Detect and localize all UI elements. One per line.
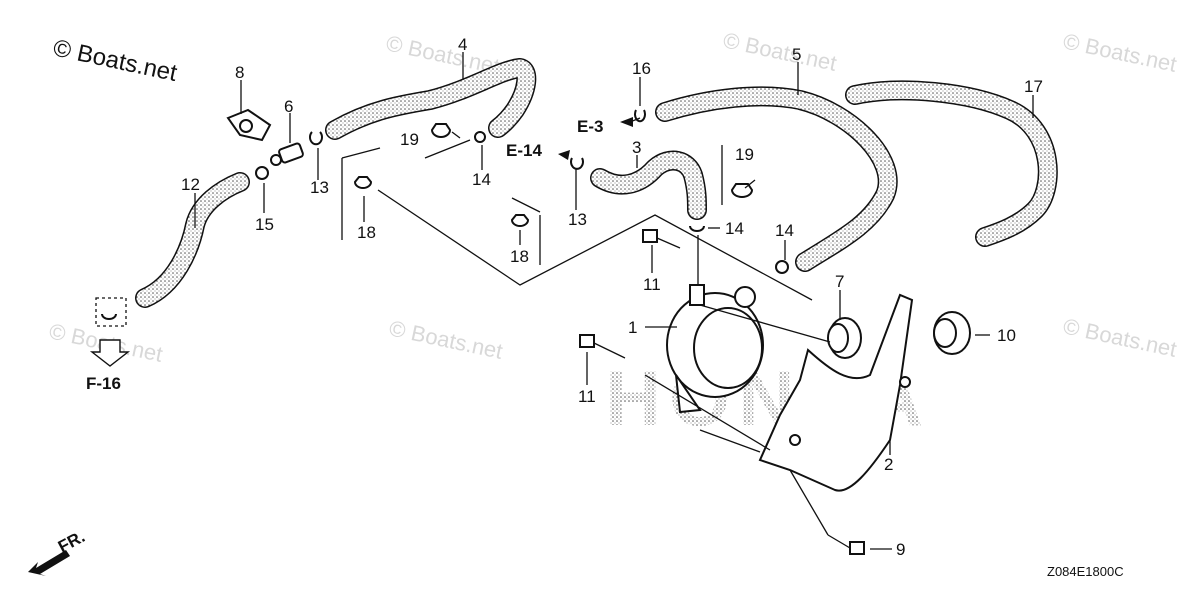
clamp-13-left: [309, 131, 323, 146]
callout-19-left: 19: [400, 130, 419, 149]
grommet-10: [933, 311, 971, 355]
diagram-code: Z084E1800C: [1047, 564, 1124, 579]
ref-e3: E-3: [577, 117, 603, 136]
hose-4: [325, 58, 537, 140]
ref-f16: F-16: [86, 374, 121, 393]
bolt-11-upper: [642, 229, 681, 249]
clamp-15: [255, 166, 269, 180]
callout-8: 8: [235, 63, 244, 82]
callout-4: 4: [458, 35, 467, 54]
clip-19-left: [430, 123, 452, 138]
callout-18-right: 18: [510, 247, 529, 266]
ref-e14: E-14: [506, 141, 542, 160]
callout-9: 9: [896, 540, 905, 559]
hose-5: [655, 86, 898, 272]
bracket-2: [758, 293, 914, 492]
watermark-top-2: © Boats.net: [721, 27, 839, 75]
leader-lines: [194, 52, 1034, 550]
clamp-13-right: [570, 157, 584, 170]
watermark-top-3: © Boats.net: [1061, 28, 1179, 76]
watermark-main: © Boats.net: [51, 34, 180, 87]
callout-6: 6: [284, 97, 293, 116]
callout-17: 17: [1024, 77, 1043, 96]
callout-11-upper: 11: [643, 275, 661, 294]
callout-7: 7: [835, 272, 844, 291]
clip-18-right: [510, 214, 530, 227]
callout-16: 16: [632, 59, 651, 78]
callout-10: 10: [997, 326, 1016, 345]
hose-17: [845, 80, 1058, 247]
hose-3: [590, 150, 707, 220]
clamp-14-right: [775, 260, 789, 274]
callout-13-right: 13: [568, 210, 587, 229]
e3-arrow: [620, 117, 633, 127]
bolt-11-lower: [579, 334, 626, 359]
callout-12: 12: [181, 175, 200, 194]
callout-11-lower: 11: [578, 387, 596, 406]
callout-2: 2: [884, 455, 893, 474]
callout-5: 5: [792, 45, 801, 64]
clamp-14-left: [474, 131, 486, 143]
callout-14-mid: 14: [725, 219, 744, 238]
f16-arrow: [89, 339, 131, 367]
clip-18-left: [353, 176, 373, 189]
clamp-14-mid: [689, 225, 705, 232]
hose-12: [135, 172, 250, 308]
callout-3: 3: [632, 138, 641, 157]
front-indicator-label: FR.: [55, 527, 88, 557]
callout-13-left: 13: [310, 178, 329, 197]
bolt-9: [827, 534, 865, 555]
callout-1: 1: [628, 318, 637, 337]
clip-19-right: [730, 183, 754, 198]
watermark-mid-3: © Boats.net: [1061, 313, 1179, 361]
callout-19-right: 19: [735, 145, 754, 164]
grommet-7: [827, 317, 862, 359]
callout-14-right: 14: [775, 221, 794, 240]
watermark-mid-2: © Boats.net: [387, 315, 505, 363]
joint-6: [270, 142, 304, 166]
f16-clip: [95, 297, 127, 327]
callout-18-left: 18: [357, 223, 376, 242]
callout-14-left: 14: [472, 170, 491, 189]
clamp-8: [226, 108, 272, 142]
e14-arrow: [558, 150, 570, 160]
front-arrow-icon: [28, 550, 70, 576]
fuel-pump-1: [666, 284, 764, 414]
callout-15: 15: [255, 215, 274, 234]
